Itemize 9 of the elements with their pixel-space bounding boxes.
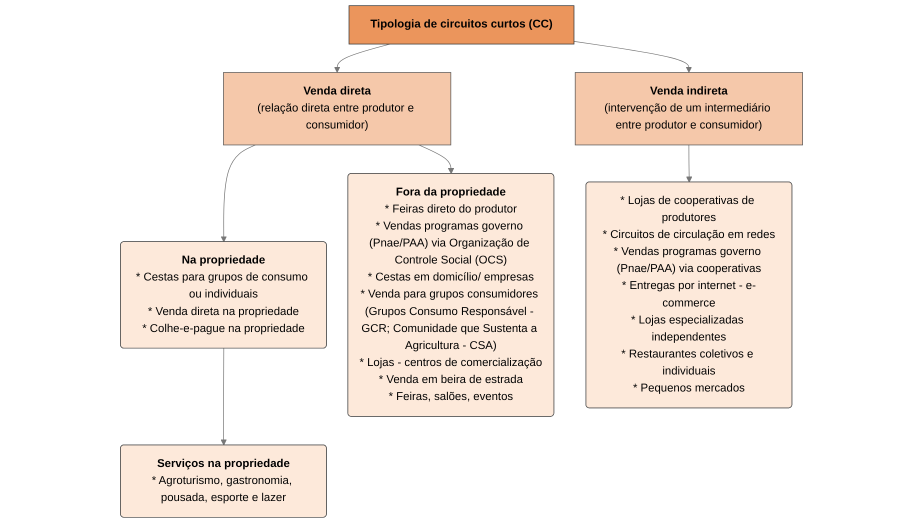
arrow <box>220 348 227 446</box>
arrow <box>418 144 454 174</box>
arrow <box>574 41 692 73</box>
arrow <box>220 144 256 242</box>
arrow <box>686 144 692 183</box>
node-box: Tipologia de circuitos curtos (CC) <box>348 5 574 44</box>
node-box: Venda indireta (intervenção de um intermediário entre produtor e consumidor) <box>574 72 803 146</box>
arrow <box>334 44 390 73</box>
node-box: Venda direta (relação direta entre produtor e consumidor) <box>223 72 452 146</box>
